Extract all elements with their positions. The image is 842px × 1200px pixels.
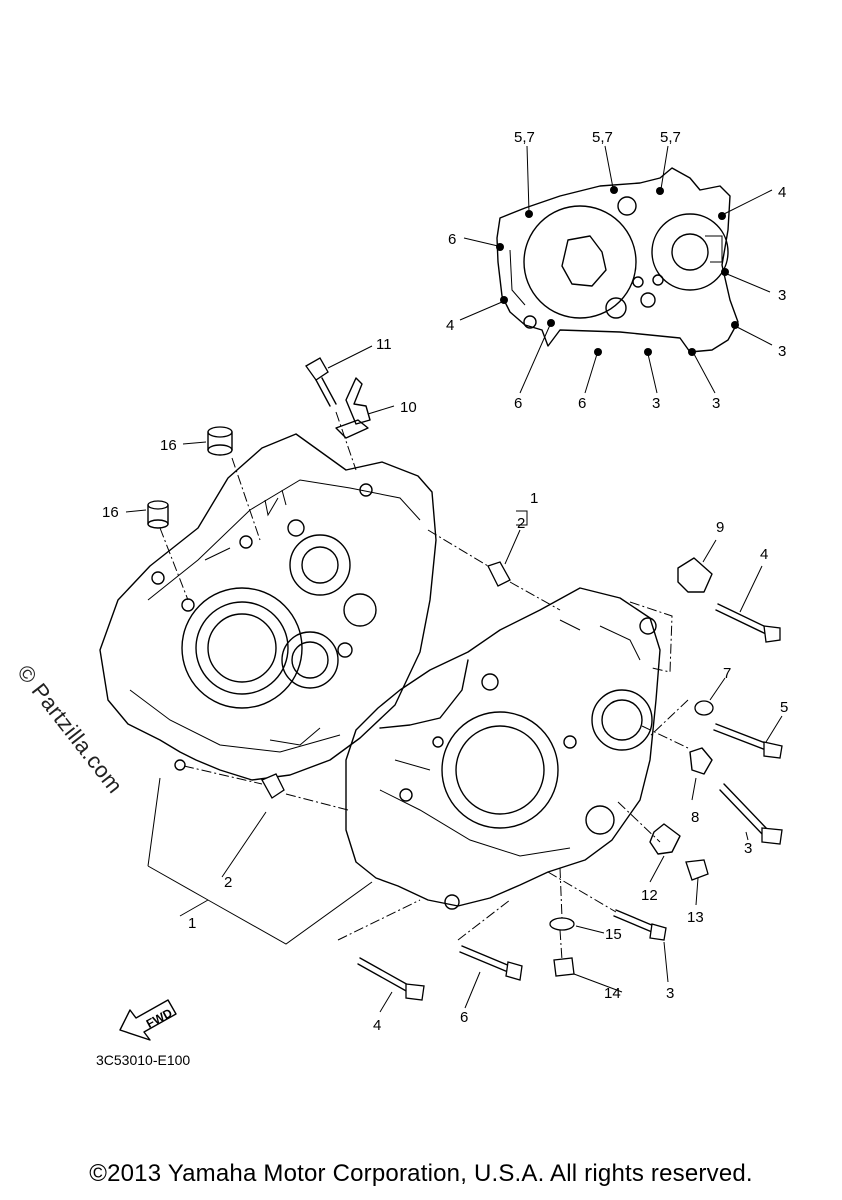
bolt-13 — [685, 859, 709, 881]
bolt-4-right — [715, 603, 781, 643]
drawing-code: 3C53010-E100 — [96, 1052, 191, 1068]
callout-1: 1 — [530, 490, 538, 507]
leader-lines — [125, 345, 783, 1013]
callout-5-7: 5,7 — [514, 129, 535, 146]
callout-6: 6 — [578, 395, 586, 412]
right-crankcase-half — [345, 587, 661, 910]
clamp-8 — [689, 747, 713, 775]
callout-13: 13 — [687, 909, 704, 926]
callout-3: 3 — [744, 840, 752, 857]
callout-3: 3 — [778, 287, 786, 304]
callout-3: 3 — [652, 395, 660, 412]
callout-6: 6 — [460, 1009, 468, 1026]
callout-5: 5 — [780, 699, 788, 716]
dowel-pin-16a — [207, 426, 233, 456]
bolt-3-right — [719, 783, 783, 845]
dowel-2a — [487, 561, 511, 587]
alignment-lines — [159, 411, 689, 961]
callout-12: 12 — [641, 887, 658, 904]
callout-16: 16 — [102, 504, 119, 521]
guide-plate-10 — [335, 377, 371, 439]
callout-2: 2 — [517, 515, 525, 532]
callout-4: 4 — [778, 184, 786, 201]
callout-7: 7 — [723, 665, 731, 682]
callout-10: 10 — [400, 399, 417, 416]
drain-bolt-14 — [553, 957, 575, 977]
callout-2: 2 — [224, 874, 232, 891]
callout-4: 4 — [446, 317, 454, 334]
bolt-6-bottom — [459, 945, 523, 981]
callout-9: 9 — [716, 519, 724, 536]
fwd-arrow-icon: FWD — [119, 999, 177, 1041]
callout-16: 16 — [160, 437, 177, 454]
callout-15: 15 — [605, 926, 622, 943]
callout-14: 14 — [604, 985, 621, 1002]
callout-4: 4 — [760, 546, 768, 563]
dowel-pin-16b — [147, 500, 169, 529]
fwd-label: FWD — [144, 1006, 175, 1031]
callout-3: 3 — [666, 985, 674, 1002]
bolt-5 — [713, 723, 783, 759]
washer-7 — [694, 700, 714, 716]
callout-5-7: 5,7 — [592, 129, 613, 146]
callout-6: 6 — [448, 231, 456, 248]
left-crankcase-half — [99, 433, 437, 781]
bolt-11 — [305, 357, 337, 407]
callout-3: 3 — [778, 343, 786, 360]
crankcase-bolt-pattern-inset — [459, 145, 773, 394]
callout-labels: 5,7 5,7 5,7 6 4 4 3 3 6 6 3 3 11 10 16 1… — [102, 129, 788, 1034]
callout-1: 1 — [188, 915, 196, 932]
callout-4: 4 — [373, 1017, 381, 1034]
callout-11: 11 — [376, 336, 392, 353]
callout-8: 8 — [691, 809, 699, 826]
callout-6: 6 — [514, 395, 522, 412]
holder-9 — [677, 557, 713, 593]
copyright-notice: ©2013 Yamaha Motor Corporation, U.S.A. A… — [89, 1160, 753, 1187]
bolt-3-bottom — [613, 909, 667, 941]
bolt-4-bottom — [357, 957, 425, 1001]
callout-5-7: 5,7 — [660, 129, 681, 146]
washer-15 — [549, 917, 575, 931]
dowel-2b — [261, 773, 285, 799]
clamp-12 — [649, 823, 681, 855]
callout-3: 3 — [712, 395, 720, 412]
